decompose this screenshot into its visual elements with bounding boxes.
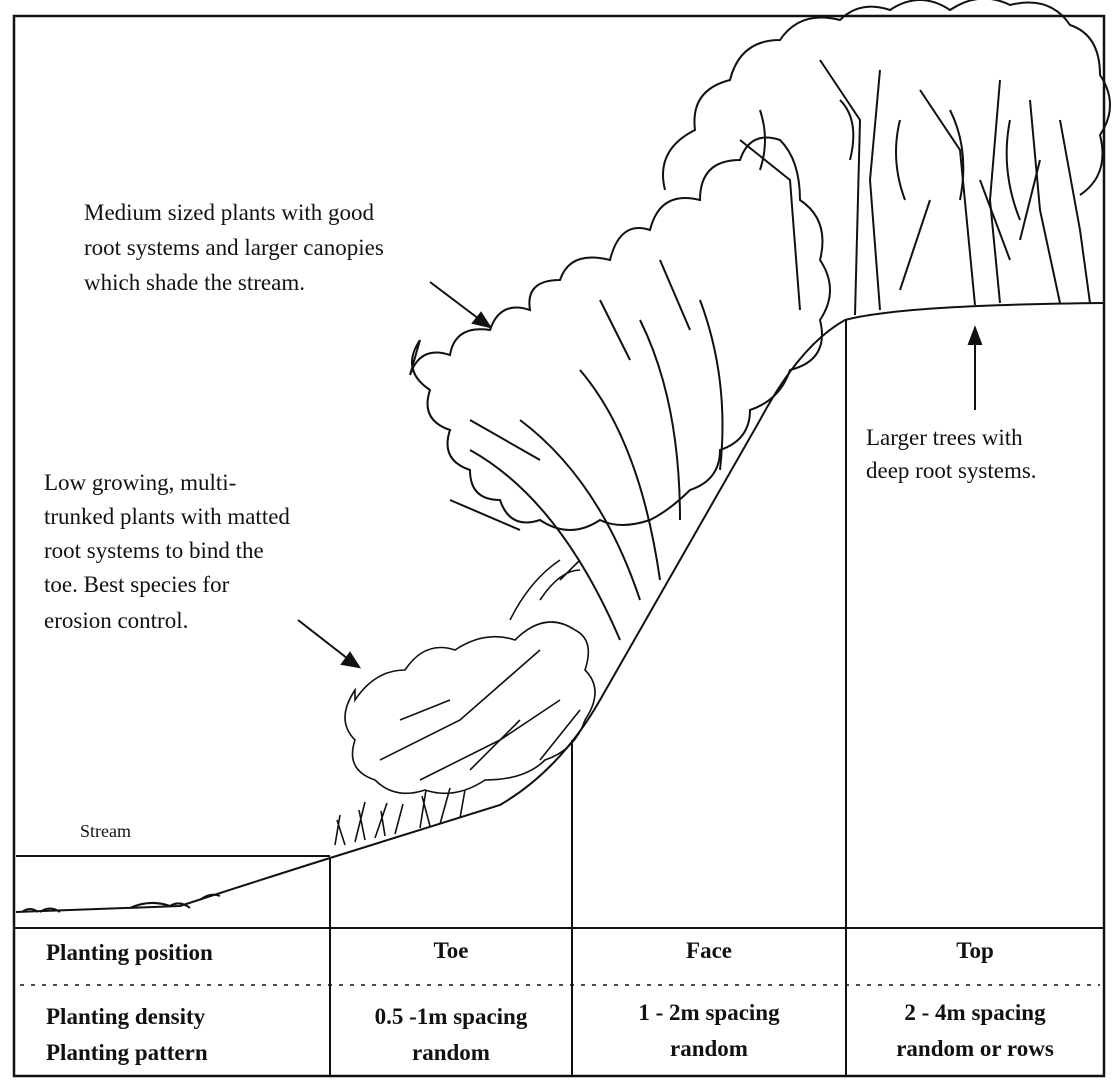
col-top-pattern: random or rows: [896, 1036, 1054, 1061]
col-face-pattern: random: [670, 1036, 748, 1061]
large-trees-illustration: [663, 0, 1110, 315]
note-trees-line-2: deep root systems.: [866, 458, 1037, 483]
col-top-position: Top: [956, 938, 994, 963]
top-canopy: [663, 0, 1110, 195]
annotation-larger-trees: Larger trees with deep root systems.: [866, 425, 1037, 483]
low-plants-illustration: [335, 560, 595, 845]
col-toe-density: 0.5 -1m spacing: [375, 1004, 528, 1029]
medium-plants-illustration: [410, 138, 830, 641]
arrow-low: [298, 620, 352, 662]
note-medium-line-2: root systems and larger canopies: [84, 235, 384, 260]
note-low-line-4: toe. Best species for: [44, 572, 230, 597]
row-header-position: Planting position: [46, 940, 213, 965]
row-header-density: Planting density: [46, 1004, 206, 1029]
toe-shrub: [345, 622, 595, 793]
annotation-medium-plants: Medium sized plants with good root syste…: [84, 200, 384, 295]
face-canopy: [410, 138, 830, 531]
note-low-line-5: erosion control.: [44, 608, 188, 633]
row-header-pattern: Planting pattern: [46, 1040, 208, 1065]
annotation-low-plants: Low growing, multi- trunked plants with …: [44, 470, 290, 633]
note-trees-line-1: Larger trees with: [866, 425, 1023, 450]
col-face-density: 1 - 2m spacing: [638, 1000, 780, 1025]
col-top-density: 2 - 4m spacing: [904, 1000, 1046, 1025]
col-face-position: Face: [686, 938, 732, 963]
note-low-line-2: trunked plants with matted: [44, 504, 290, 529]
note-medium-line-3: which shade the stream.: [84, 270, 305, 295]
arrow-medium: [430, 282, 483, 322]
note-medium-line-1: Medium sized plants with good: [84, 200, 375, 225]
planting-table: Planting position Planting density Plant…: [14, 928, 1104, 1065]
col-toe-position: Toe: [434, 938, 469, 963]
note-low-line-1: Low growing, multi-: [44, 470, 236, 495]
note-low-line-3: root systems to bind the: [44, 538, 264, 563]
stream-label: Stream: [80, 821, 131, 841]
col-toe-pattern: random: [412, 1040, 490, 1065]
